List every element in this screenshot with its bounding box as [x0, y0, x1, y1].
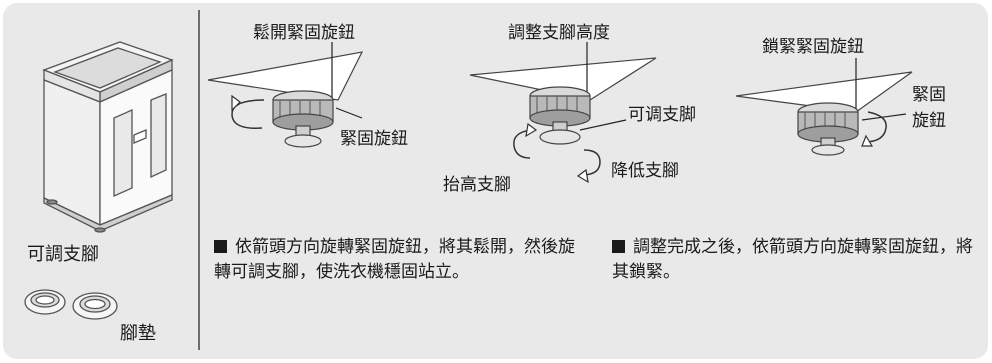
knob-label: 緊固旋鈕 — [340, 129, 408, 149]
adjust-foot-illustration — [469, 42, 657, 184]
washing-machine-illustration — [42, 41, 174, 233]
instruction-step-2: 調整完成之後，依箭頭方向旋轉緊固旋鈕，將其鎖緊。 — [612, 235, 974, 285]
panel-divider — [198, 10, 200, 350]
loosen-knob-illustration — [207, 42, 364, 148]
tighten-knob-title: 鎖緊緊固旋鈕 — [762, 37, 864, 57]
instruction-step-2-text: 調整完成之後，依箭頭方向旋轉緊固旋鈕，將其鎖緊。 — [612, 237, 973, 282]
adjust-height-title: 調整支腳高度 — [508, 23, 610, 43]
bullet-square-icon — [612, 240, 625, 253]
adjustable-foot-callout: 可调支脚 — [628, 105, 696, 125]
bullet-square-icon — [214, 240, 227, 253]
raise-foot-label: 抬高支腳 — [443, 175, 511, 195]
adjustable-foot-label: 可調支腳 — [27, 244, 99, 265]
loosen-knob-title: 鬆開緊固旋鈕 — [253, 23, 355, 43]
lower-foot-label: 降低支腳 — [611, 161, 679, 181]
instruction-step-1-text: 依箭頭方向旋轉緊固旋鈕，將其鬆開，然後旋轉可調支腳，使洗衣機穩固站立。 — [214, 237, 575, 282]
knob-label-line2: 旋鈕 — [912, 111, 946, 131]
foot-pad-label: 腳墊 — [120, 323, 156, 344]
foot-pad-illustration — [24, 289, 118, 320]
knob-label-line1: 緊固 — [912, 85, 946, 105]
tighten-knob-illustration — [735, 58, 913, 156]
instruction-step-1: 依箭頭方向旋轉緊固旋鈕，將其鬆開，然後旋轉可調支腳，使洗衣機穩固站立。 — [214, 235, 584, 285]
